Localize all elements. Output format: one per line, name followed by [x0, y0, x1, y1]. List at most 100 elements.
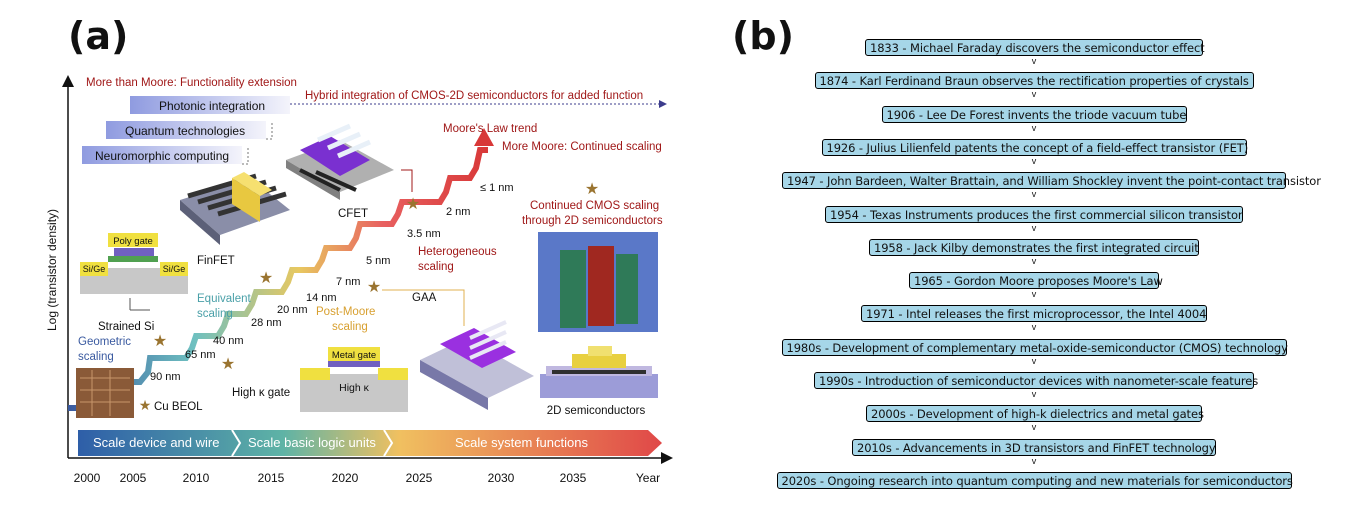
moore-trend-arrowhead: [474, 128, 494, 146]
timeline-event-box: 1971 - Intel releases the first micropro…: [861, 305, 1207, 323]
finfet-device: [180, 172, 290, 245]
timeline-event-box: 2020s - Ongoing research into quantum co…: [776, 471, 1293, 489]
metal-gate: [328, 347, 380, 361]
node-label: 2 nm: [446, 206, 470, 218]
moores-law-trend-label: Moore's Law trend: [443, 123, 537, 135]
year-tick: 2025: [406, 471, 433, 485]
star-icon: ★: [367, 279, 381, 296]
year-tick: 2010: [183, 471, 210, 485]
connector: [401, 169, 413, 192]
gaa-device: [420, 320, 534, 410]
cu-beol-label: Cu BEOL: [154, 401, 203, 413]
star-icon: ★: [406, 196, 420, 213]
timeline-arrow: v: [1031, 122, 1037, 133]
poly-gate-label: Poly gate: [113, 236, 153, 247]
node-label: 65 nm: [185, 349, 216, 361]
node-label: ≤ 1 nm: [480, 182, 514, 194]
high-k-label: High κ: [339, 382, 370, 394]
era-label: Scale system functions: [455, 435, 588, 450]
timeline-arrow: v: [1031, 355, 1037, 366]
poly-gate: [108, 233, 158, 247]
si-ge-label: Si/Ge: [83, 264, 106, 274]
timeline-event-box: 1833 - Michael Faraday discovers the sem…: [865, 39, 1205, 56]
photonic-label: Photonic integration: [159, 99, 265, 113]
cfet-label: CFET: [338, 208, 368, 220]
timeline-arrow: v: [1031, 322, 1037, 333]
connector: [266, 122, 273, 140]
node-label: 5 nm: [366, 255, 390, 267]
strained-si-label: Strained Si: [98, 321, 154, 333]
timeline-arrow: v: [1031, 56, 1037, 66]
heterogeneous-label: Heterogeneous: [418, 246, 497, 258]
heterogeneous-label: scaling: [418, 261, 454, 273]
cmos-2d-pillar: [560, 250, 586, 328]
star-icon: ★: [585, 181, 599, 198]
panel-a-roadmap: (a): [45, 14, 673, 485]
continued-cmos-label: through 2D semiconductors: [522, 215, 663, 227]
connector: [382, 289, 465, 326]
timeline-arrow: v: [1031, 222, 1037, 233]
era-label: Scale basic logic units: [248, 435, 376, 450]
cmos-2d-pillar: [616, 254, 638, 324]
panel-b-label: (b): [732, 14, 794, 58]
timeline-event-box: 1874 - Karl Ferdinand Braun observes the…: [814, 72, 1254, 90]
year-tick: 2005: [120, 471, 147, 485]
gaa-label: GAA: [412, 292, 437, 304]
timeline-event-box: 1926 - Julius Lilienfeld patents the con…: [821, 138, 1248, 156]
panel-b-timeline: (b) 1833 - Michael Faraday discovers the…: [700, 0, 1353, 522]
timeline-event-box: 2000s - Development of high-k dielectric…: [866, 405, 1204, 423]
year-tick: 2000: [74, 471, 101, 485]
quantum-block: [106, 121, 266, 139]
timeline-arrow: v: [1031, 289, 1037, 300]
neuromorphic-label: Neuromorphic computing: [95, 149, 229, 163]
hybrid-integration-label: Hybrid integration of CMOS-2D semiconduc…: [305, 90, 643, 102]
era-band: [78, 430, 662, 456]
node-label: 90 nm: [150, 371, 181, 383]
era-divider: [383, 429, 394, 457]
roadmap-figure: Log (transistor density) 2000 2005 2010 …: [45, 75, 673, 485]
continued-cmos-label: Continued CMOS scaling: [530, 200, 659, 212]
panel-a-label: (a): [68, 14, 129, 58]
source-pad: [80, 262, 108, 276]
connector: [242, 146, 249, 165]
timeline-arrow: v: [1031, 455, 1037, 466]
era-label: Scale device and wire: [93, 435, 219, 450]
year-tick: 2030: [488, 471, 515, 485]
star-icon: ★: [221, 356, 235, 373]
drain-pad: [160, 262, 188, 276]
timeline-arrow: v: [1031, 155, 1037, 166]
x-axis-year-label: Year: [636, 471, 660, 485]
connector: [129, 298, 150, 311]
equivalent-scaling-label: Equivalent: [197, 293, 252, 305]
post-moore-label: Post-Moore: [316, 306, 375, 318]
chip-lines: [80, 370, 130, 416]
high-k-device: [300, 374, 408, 412]
channel: [108, 256, 158, 262]
source-pad: [300, 368, 330, 380]
high-k-gate-label: High κ gate: [232, 387, 290, 399]
star-icon: ★: [139, 397, 152, 413]
node-label: 28 nm: [251, 317, 282, 329]
drain-pad: [378, 368, 408, 380]
timeline-arrow: v: [1031, 389, 1037, 399]
timeline-event-box: 1958 - Jack Kilby demonstrates the first…: [869, 238, 1199, 256]
era-divider: [231, 429, 242, 457]
node-label: 40 nm: [213, 335, 244, 347]
node-label: 14 nm: [306, 292, 337, 304]
year-tick: 2020: [332, 471, 359, 485]
scaling-staircase: [68, 147, 488, 411]
high-k-oxide: [328, 361, 380, 367]
more-than-moore-title: More than Moore: Functionality extension: [86, 77, 297, 89]
node-label: 3.5 nm: [407, 228, 441, 240]
finfet-label: FinFET: [197, 255, 235, 267]
two-d-label: 2D semiconductors: [547, 405, 646, 417]
timeline-event-box: 1954 - Texas Instruments produces the fi…: [825, 205, 1243, 223]
timeline-event-box: 1965 - Gordon Moore proposes Moore's Law: [909, 272, 1163, 290]
geometric-scaling-label: Geometric: [78, 336, 131, 348]
timeline-arrow: v: [1031, 189, 1037, 200]
node-label: 20 nm: [277, 304, 308, 316]
geometric-scaling-label: scaling: [78, 351, 114, 363]
timeline-arrow: v: [1031, 89, 1037, 100]
timeline-event-box: 1990s - Introduction of semiconductor de…: [814, 372, 1258, 389]
cmos-2d-pillar: [588, 246, 614, 326]
